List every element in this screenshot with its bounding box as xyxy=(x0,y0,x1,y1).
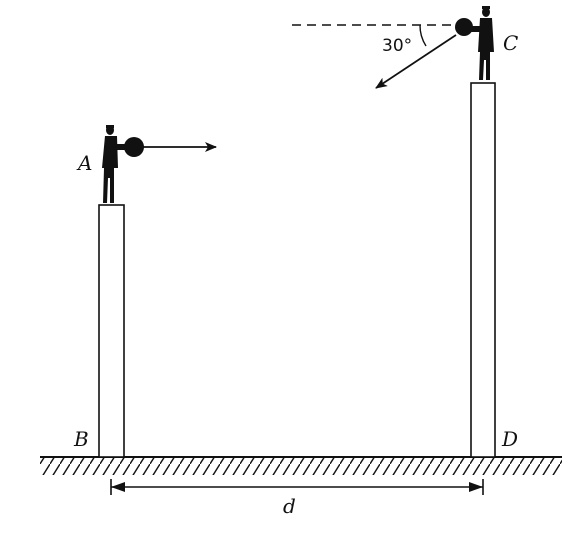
building-cd xyxy=(470,82,496,458)
dimension-arrowhead-right xyxy=(469,482,483,492)
ground-hatching xyxy=(40,457,562,475)
ball-c xyxy=(455,18,473,36)
person-a xyxy=(102,125,127,203)
angle-arc xyxy=(419,24,427,47)
ball-a xyxy=(124,137,144,157)
building-ab xyxy=(98,204,125,458)
person-c xyxy=(468,6,494,80)
label-b: B xyxy=(73,427,89,451)
velocity-arrow-c xyxy=(375,34,457,89)
label-c: C xyxy=(503,31,518,55)
distance-dimension xyxy=(110,479,484,495)
angle-label: 30° xyxy=(382,36,412,56)
label-distance: d xyxy=(283,494,296,518)
label-d: D xyxy=(501,427,518,451)
dimension-arrowhead-left xyxy=(111,482,125,492)
label-a: A xyxy=(76,151,92,175)
ground xyxy=(40,456,562,475)
